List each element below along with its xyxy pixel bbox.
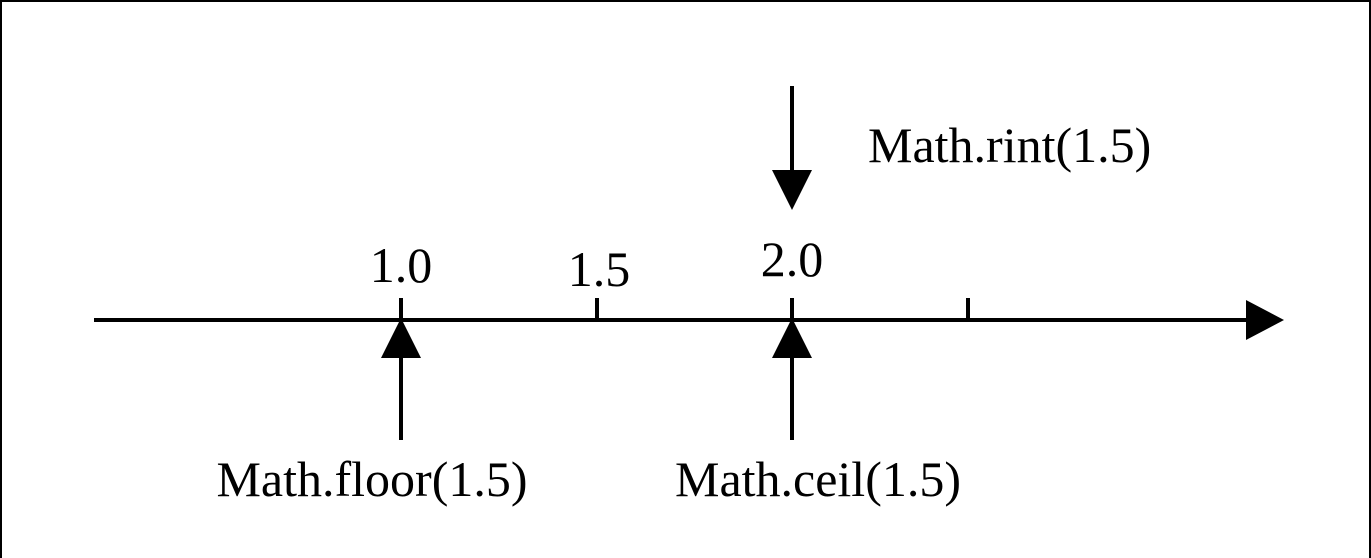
ceil-label: Math.ceil(1.5) (675, 451, 961, 507)
floor-arrowhead (381, 318, 421, 358)
rint-label: Math.rint(1.5) (868, 117, 1151, 173)
tick-label-1-0: 1.0 (370, 237, 433, 293)
ceil-arrowhead (772, 318, 812, 358)
axis-arrowhead (1246, 300, 1284, 340)
tick-label-1-5: 1.5 (568, 241, 631, 297)
tick-label-2-0: 2.0 (761, 231, 824, 287)
floor-label: Math.floor(1.5) (216, 451, 527, 507)
rint-arrowhead (772, 170, 812, 210)
